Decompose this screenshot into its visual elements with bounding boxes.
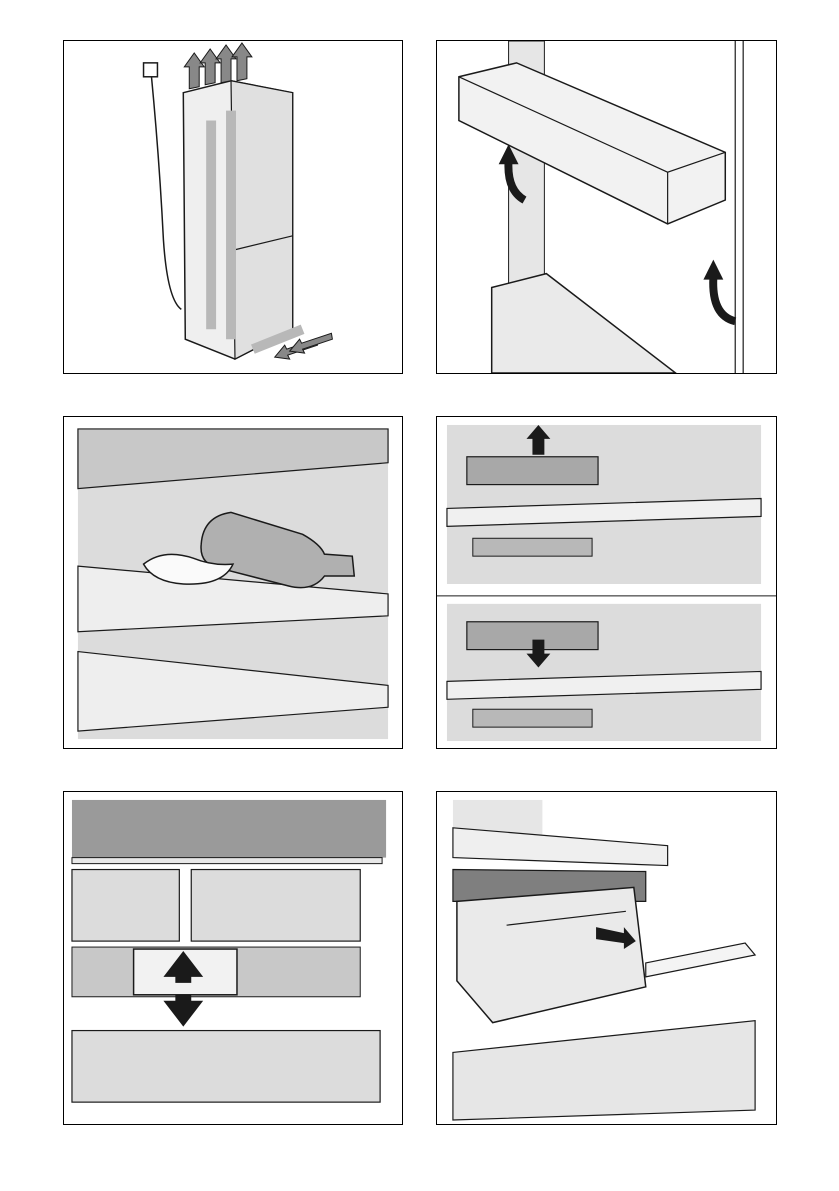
wall-socket-icon (144, 63, 158, 77)
figure-bottle-rack (63, 416, 403, 749)
figure-door-shelf (436, 40, 777, 374)
drawer-right[interactable] (191, 870, 360, 942)
door-shelf-upper[interactable] (459, 63, 725, 224)
door-shelf-illustration (437, 41, 776, 373)
figure-drawer-removal (436, 791, 777, 1125)
fridge-side (231, 81, 293, 359)
lower-drawer[interactable] (453, 1021, 755, 1120)
drawer-divider-illustration (64, 792, 402, 1124)
divider-top[interactable] (467, 457, 598, 485)
ventilation-illustration (64, 41, 402, 373)
bottle-rack-illustration (64, 417, 402, 748)
figure-drawer-divider (63, 791, 403, 1125)
exhaust-arrows-icon (184, 43, 252, 89)
shelf-divider-illustration (437, 417, 776, 748)
power-cable (151, 77, 181, 310)
drawer-left[interactable] (72, 870, 179, 942)
drawer-bottom[interactable] (72, 1031, 380, 1103)
upper-compartment (72, 800, 386, 858)
drawer-removal-illustration (437, 792, 776, 1124)
lift-arrow-right-icon (713, 278, 735, 322)
drawer-front[interactable] (457, 887, 646, 1022)
figure-ventilation (63, 40, 403, 374)
door-shelf-lower[interactable] (492, 274, 676, 373)
figure-shelf-divider (436, 416, 777, 749)
